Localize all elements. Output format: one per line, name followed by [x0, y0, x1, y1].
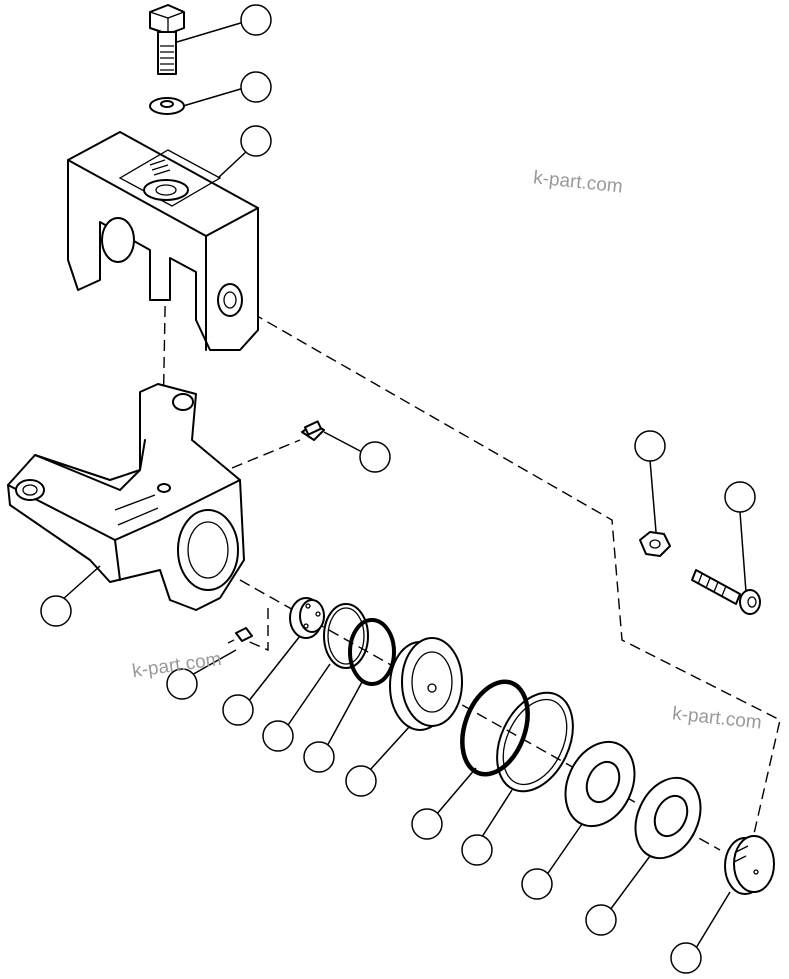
callout-balloons — [40, 4, 756, 974]
backup-ring — [496, 691, 574, 793]
balloon-14 — [461, 834, 493, 866]
balloon-17 — [670, 942, 702, 974]
retainer-cap — [289, 597, 325, 639]
end-plug — [724, 835, 775, 895]
piston — [389, 637, 463, 731]
socket-head-bolt — [691, 569, 761, 615]
hex-bolt-top — [149, 4, 185, 75]
balloon-11 — [303, 741, 335, 773]
balloon-15 — [521, 868, 553, 900]
leader-lines — [61, 21, 747, 949]
o-ring-2 — [460, 679, 530, 777]
balloon-4 — [359, 441, 391, 473]
balloon-8 — [166, 668, 198, 700]
thrust-washer-2 — [634, 776, 702, 860]
balloon-6 — [724, 481, 756, 513]
seal-ring-1 — [323, 603, 369, 669]
grease-fitting-lower — [227, 627, 253, 644]
balloon-12 — [345, 765, 377, 797]
hex-nut — [639, 531, 671, 557]
balloon-16 — [585, 904, 617, 936]
grease-fitting-upper — [301, 420, 325, 441]
flat-washer — [149, 97, 185, 115]
knuckle-housing — [7, 383, 245, 611]
balloon-1 — [240, 4, 272, 36]
balloon-9 — [222, 694, 254, 726]
thrust-washer-1 — [564, 740, 636, 828]
balloon-10 — [262, 720, 294, 752]
balloon-5 — [634, 430, 666, 462]
clevis-bracket — [67, 131, 259, 351]
balloon-7 — [40, 595, 72, 627]
balloon-2 — [240, 71, 272, 103]
balloon-3 — [240, 125, 272, 157]
o-ring-1 — [348, 618, 396, 686]
balloon-13 — [411, 808, 443, 840]
